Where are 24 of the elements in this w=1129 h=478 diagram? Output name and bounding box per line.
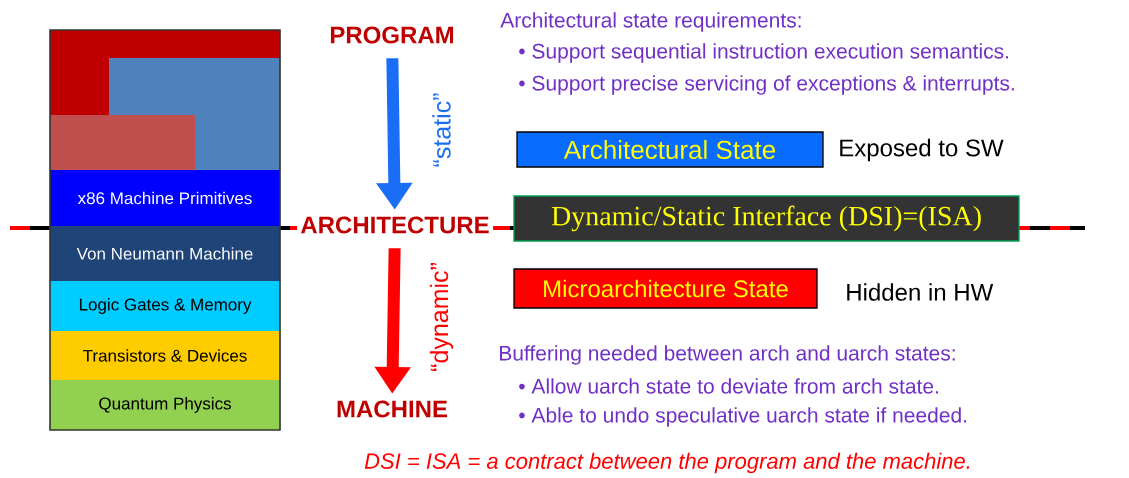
- state-box: Microarchitecture State: [513, 268, 818, 309]
- stack-layer: Logic Gates & Memory: [50, 281, 280, 331]
- level-heading: ARCHITECTURE: [297, 210, 493, 240]
- note-text: • Support sequential instruction execution semantics.: [519, 43, 1009, 63]
- state-box: Architectural State: [516, 131, 824, 168]
- stack-layer: x86 Machine Primitives: [50, 170, 280, 226]
- edge-label: “dynamic”: [429, 263, 454, 371]
- level-heading: PROGRAM: [330, 26, 454, 44]
- caption-note: DSI = ISA = a contract between the program and the machine.: [364, 452, 970, 474]
- interface-box: Dynamic/Static Interface (DSI)=(ISA): [513, 195, 1020, 242]
- stack-layer: Quantum Physics: [50, 380, 280, 430]
- level-heading: MACHINE: [337, 400, 448, 418]
- note-text: • Able to undo speculative uarch state if needed.: [519, 407, 967, 427]
- note-text: • Allow uarch state to deviate from arch state.: [519, 378, 938, 394]
- stack-layer: Von Neumann Machine: [50, 226, 280, 281]
- software-layer: [50, 30, 280, 58]
- note-text: Buffering needed between arch and uarch states:: [500, 345, 955, 365]
- note-text: Architectural state requirements:: [500, 12, 801, 32]
- stack-layer: Transistors & Devices: [50, 331, 280, 380]
- software-layer: [50, 115, 195, 170]
- side-note: Hidden in HW: [847, 283, 994, 301]
- note-text: • Support precise servicing of exceptions & interrupts.: [519, 75, 1014, 95]
- edge-label: “static”: [432, 93, 451, 167]
- side-note: Exposed to SW: [840, 138, 1004, 162]
